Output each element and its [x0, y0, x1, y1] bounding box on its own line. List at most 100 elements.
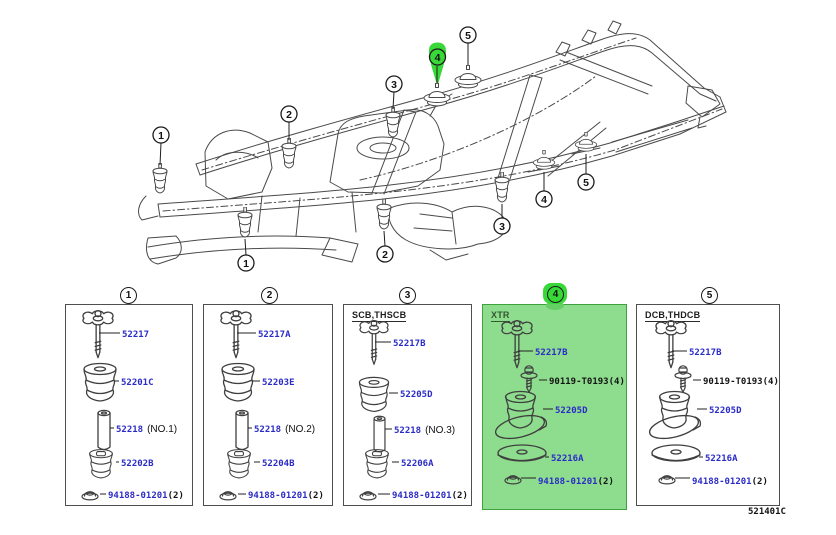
part-suffix: (NO.1) [147, 424, 178, 435]
part-number[interactable]: 94188-01201 [108, 491, 168, 501]
nut-icon [219, 491, 237, 501]
disc-cushion-icon [651, 444, 701, 462]
frame-callout-4-label: 4 [435, 52, 441, 64]
mount-cushion-icon [454, 65, 482, 89]
part-suffix: (2) [307, 491, 324, 501]
frame-callout-3b-label: 3 [499, 221, 505, 233]
panel-4-part-illustrations [492, 319, 553, 485]
part-number[interactable]: 94188-01201 [538, 477, 598, 487]
frame-callout-1b-label: 1 [243, 258, 249, 270]
panel-callout-4-highlighted[interactable]: 4 [547, 286, 564, 303]
panel-variant-label: SCB,THSCB [352, 310, 407, 322]
flange-bolt-icon [520, 365, 538, 393]
frame-mount-cushions [152, 65, 598, 238]
frame-callout-4b-label: 4 [541, 194, 547, 206]
part-suffix: (2) [167, 491, 184, 501]
mount-cushion-icon [281, 138, 297, 169]
upper-cushion-icon [83, 362, 117, 402]
part-number[interactable]: 52217 [122, 330, 150, 340]
panel-1-part-illustrations [81, 309, 120, 501]
spacer-icon [235, 409, 249, 451]
part-number[interactable]: 94188-01201 [392, 491, 452, 501]
nut-icon [504, 475, 522, 485]
leader-lines [159, 43, 587, 256]
anchor-bolt-icon [82, 309, 114, 359]
upper-cushion-icon [221, 362, 255, 402]
frame-callout-3-label: 3 [391, 79, 397, 91]
part-number[interactable]: 52204B [262, 459, 295, 469]
part-number[interactable]: 52217B [393, 339, 426, 349]
part-number[interactable]: 52201C [121, 378, 154, 388]
frame-callout-4b[interactable] [535, 190, 553, 208]
part-number[interactable]: 52205D [709, 406, 742, 416]
part-number[interactable]: 52216A [551, 454, 584, 464]
part-number[interactable]: 52216A [705, 454, 738, 464]
part-number[interactable]: 52205D [555, 406, 588, 416]
part-panel-4-highlighted[interactable]: XTR 52217B 90119-T0193(4) 52205D 52216A … [482, 304, 627, 510]
anchor-bolt-icon [501, 319, 533, 369]
part-panel-2[interactable]: 52217A 52203E 52218(NO.2) 52204B 94188-0… [203, 304, 333, 506]
mount-cushion-icon [532, 150, 556, 170]
frame-callout-3[interactable] [385, 75, 403, 93]
disc-cushion-icon [497, 444, 547, 462]
lower-cushion-icon [89, 449, 113, 479]
frame-callout-2b[interactable] [376, 245, 394, 263]
frame-callout-4-highlighted[interactable] [428, 48, 447, 66]
frame-callout-5-label: 5 [465, 30, 471, 42]
part-number[interactable]: 94188-01201 [248, 491, 308, 501]
part-number[interactable]: 52202B [121, 459, 154, 469]
part-panel-1[interactable]: 52217 52201C 52218(NO.1) 52202B 94188-01… [65, 304, 193, 506]
part-number[interactable]: 52217B [535, 348, 568, 358]
frame-callout-3b[interactable] [493, 217, 511, 235]
part-number[interactable]: 52217B [689, 348, 722, 358]
lower-cushion-icon [227, 449, 251, 479]
panel-callout-3[interactable]: 3 [399, 287, 416, 304]
chassis-frame-illustration: 1 2 3 4 5 1 2 3 4 5 [138, 20, 727, 272]
panel-callout-2[interactable]: 2 [261, 287, 278, 304]
bracket-cushion-icon [492, 390, 548, 443]
frame-callout-5[interactable] [459, 26, 477, 44]
anchor-bolt-icon [220, 309, 252, 359]
highlight-badge-tab [546, 301, 564, 310]
part-number[interactable]: 52218 [394, 426, 422, 436]
upper-cushion-icon [358, 376, 390, 413]
spacer-icon [373, 415, 386, 453]
frame-line-art [138, 20, 727, 265]
panel-5-part-illustrations [646, 319, 707, 485]
mount-cushion-icon [376, 199, 392, 230]
frame-callout-1b[interactable] [237, 254, 255, 272]
mount-cushion-icon [152, 163, 168, 194]
part-number[interactable]: 52205D [400, 390, 433, 400]
part-number[interactable]: 52217A [258, 330, 291, 340]
frame-callout-1[interactable] [152, 126, 170, 144]
part-number[interactable]: 94188-01201 [692, 477, 752, 487]
panel-variant-label: XTR [491, 310, 510, 322]
part-number[interactable]: 90119-T0193(4) [703, 377, 779, 387]
part-number[interactable]: 52218 [254, 425, 282, 435]
part-suffix: (2) [597, 477, 614, 487]
frame-callout-5b[interactable] [577, 173, 595, 191]
mount-cushion-icon [423, 83, 451, 107]
frame-callout-2b-label: 2 [382, 249, 388, 261]
panel-2-part-illustrations [219, 309, 260, 501]
frame-callout-1-label: 1 [158, 130, 164, 142]
part-number[interactable]: 52218 [116, 425, 144, 435]
bracket-cushion-icon [646, 390, 702, 443]
part-suffix: (2) [451, 491, 468, 501]
part-number[interactable]: 52206A [401, 459, 434, 469]
part-number[interactable]: 90119-T0193(4) [549, 377, 625, 387]
frame-callout-2-label: 2 [286, 109, 292, 121]
flange-bolt-icon [674, 365, 692, 393]
part-panel-3[interactable]: SCB,THSCB 52217B 52205D 52218(NO.3) 5220… [343, 304, 472, 506]
nut-icon [359, 491, 377, 501]
frame-callout-5b-label: 5 [583, 177, 589, 189]
nut-icon [81, 491, 99, 501]
panel-3-part-illustrations [358, 319, 399, 501]
panel-callout-5[interactable]: 5 [701, 287, 718, 304]
frame-callout-2[interactable] [280, 105, 298, 123]
panel-callout-1[interactable]: 1 [120, 287, 137, 304]
part-panel-5[interactable]: DCB,THDCB 52217B 90119-T0193(4) 52205D 5… [636, 304, 780, 506]
part-number[interactable]: 52203E [262, 378, 295, 388]
nut-icon [658, 475, 676, 485]
